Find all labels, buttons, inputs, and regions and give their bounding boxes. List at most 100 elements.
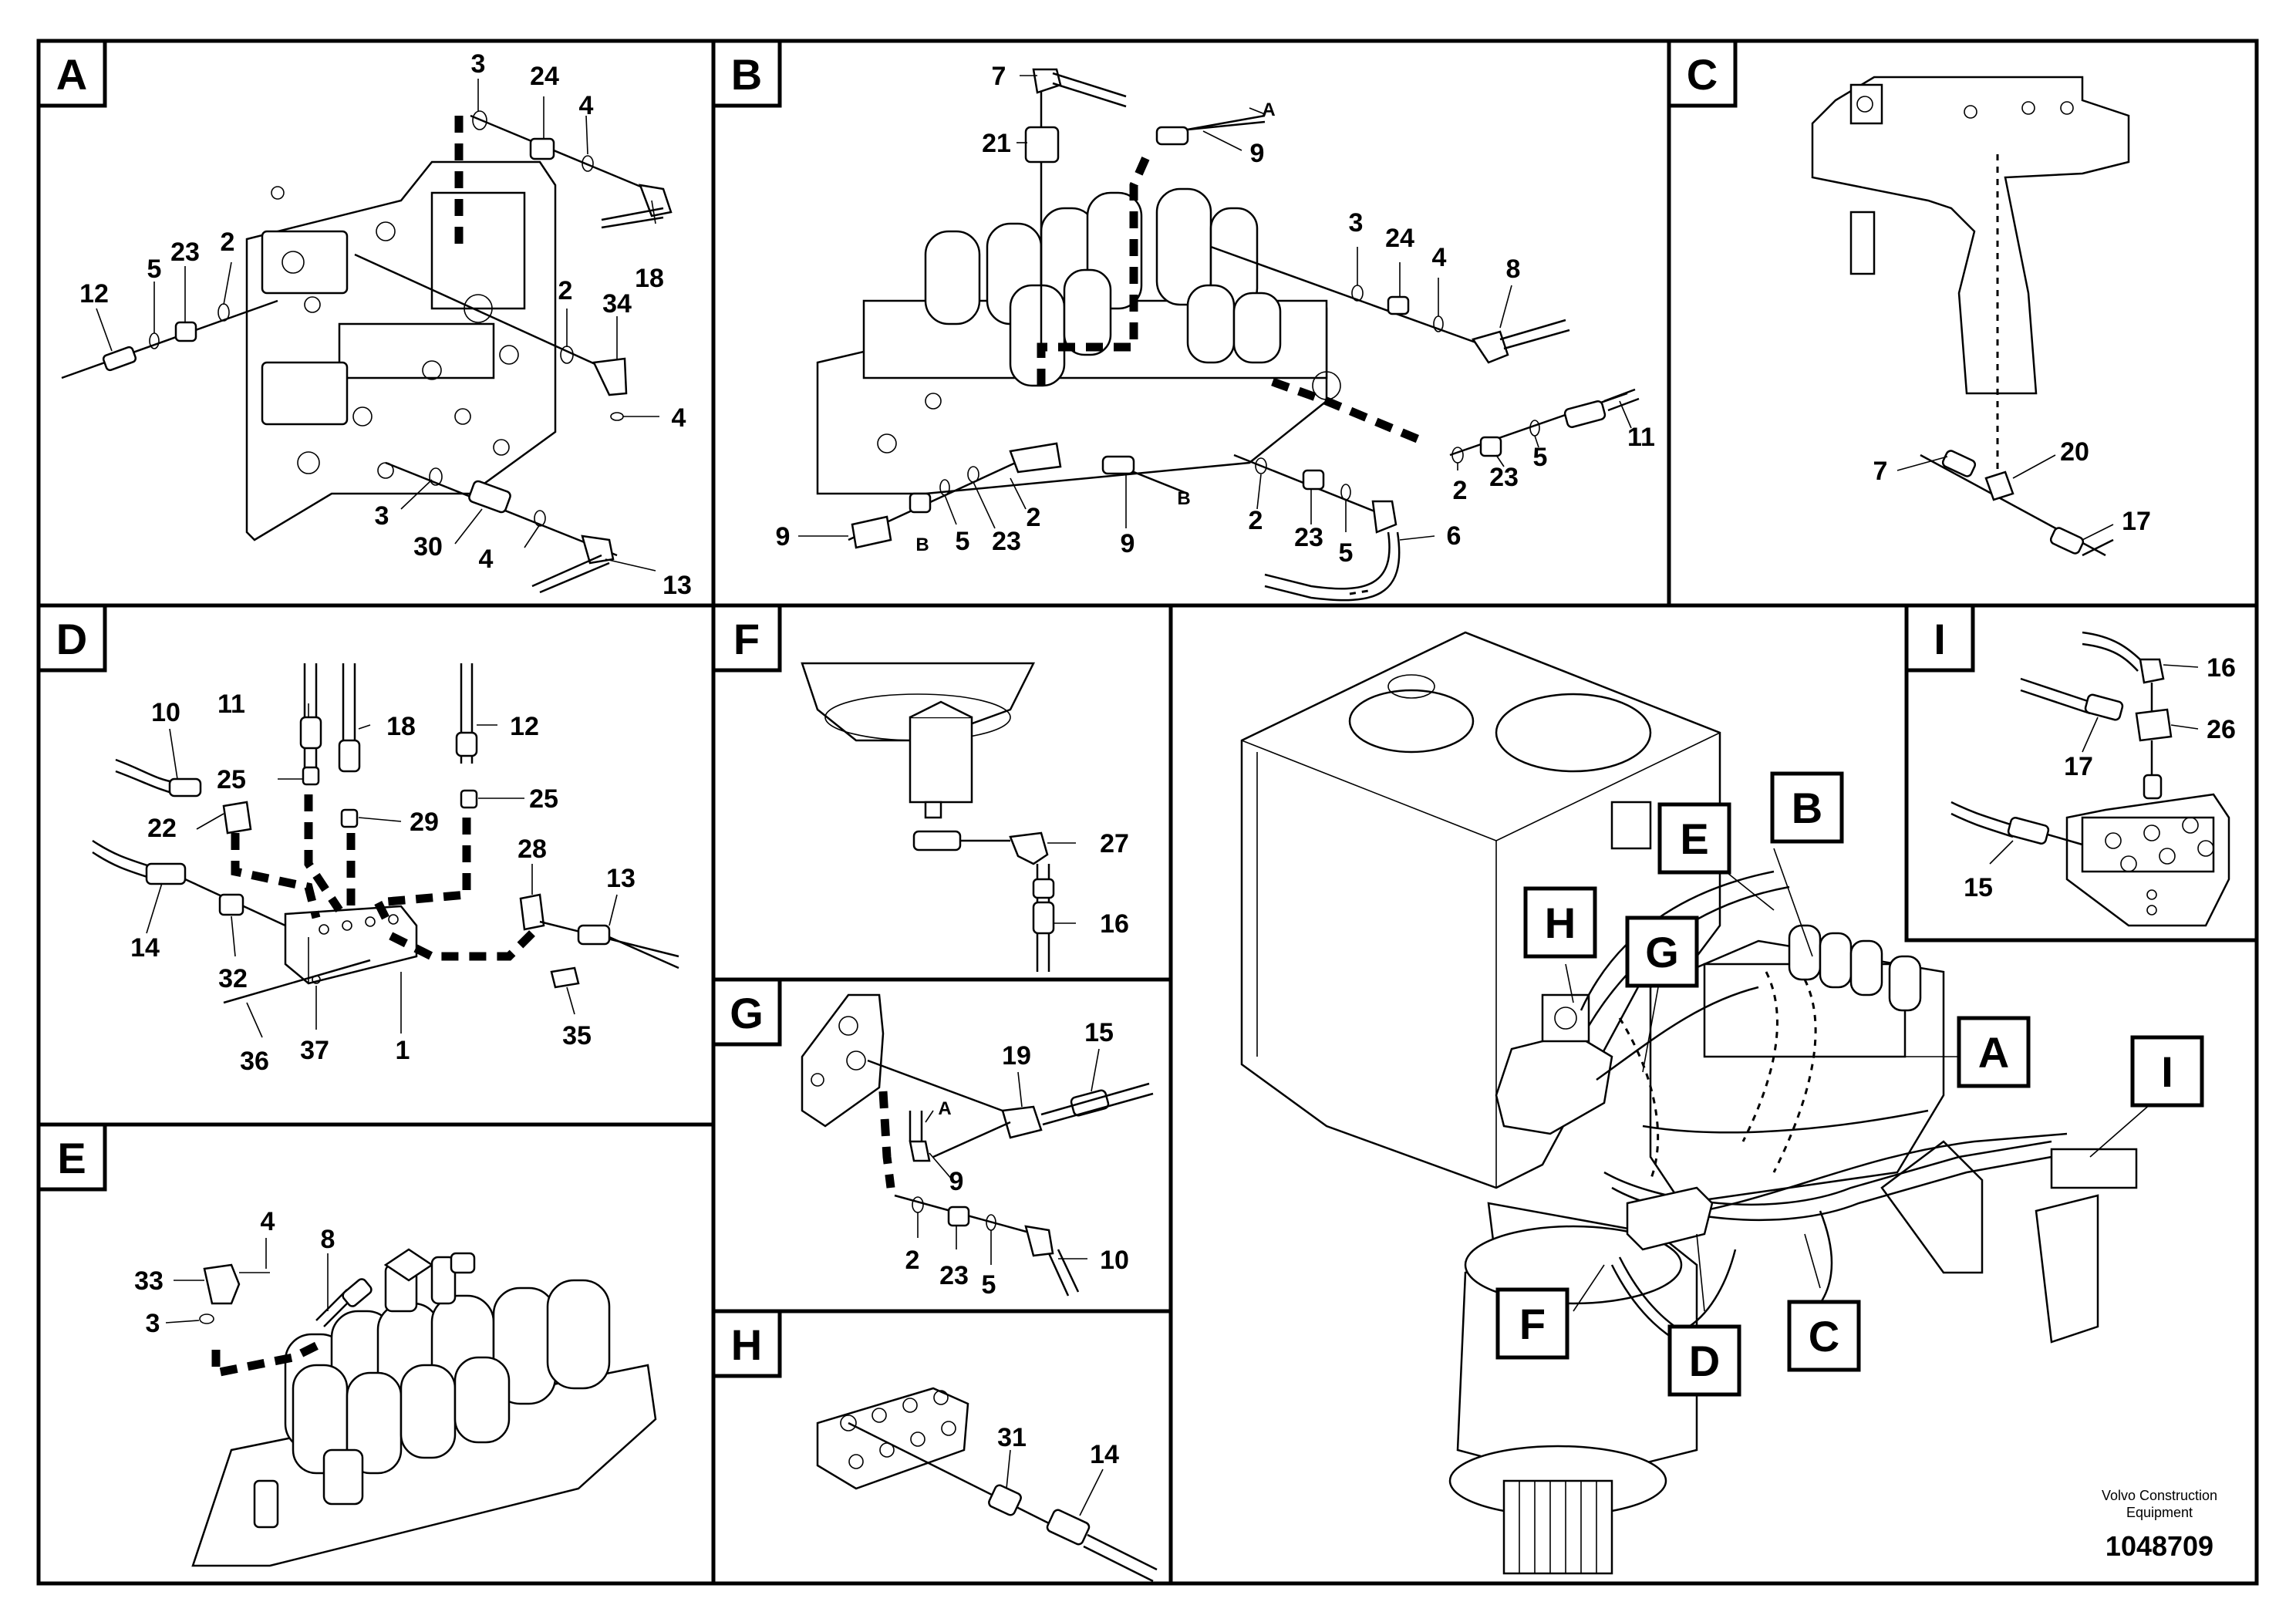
svg-text:B: B bbox=[731, 50, 762, 99]
panel-e-label: E bbox=[36, 1122, 107, 1192]
callout-b-0: 7 bbox=[992, 62, 1006, 91]
callout-b-6: 4 bbox=[1432, 243, 1447, 272]
callout-b-22: 6 bbox=[1447, 521, 1462, 551]
svg-text:C: C bbox=[1809, 1312, 1839, 1361]
callout-g-3: 9 bbox=[949, 1167, 964, 1196]
svg-text:D: D bbox=[56, 615, 87, 663]
svg-text:H: H bbox=[1545, 899, 1576, 947]
callout-d-7: 25 bbox=[529, 784, 558, 814]
svg-text:F: F bbox=[1519, 1300, 1546, 1348]
callout-b-17: 9 bbox=[1121, 529, 1135, 558]
callout-d-1: 18 bbox=[386, 712, 416, 741]
callout-b-13: B bbox=[915, 534, 929, 555]
callout-e-3: 3 bbox=[146, 1309, 160, 1338]
callout-i-0: 16 bbox=[2207, 653, 2236, 683]
panel-c-drawing: 7 20 17 bbox=[1811, 76, 2151, 557]
overview-marker-g: G bbox=[1625, 916, 1699, 988]
callout-a-12: 30 bbox=[413, 532, 443, 561]
panel-a-label: A bbox=[36, 39, 107, 108]
callout-b-12: 9 bbox=[776, 522, 791, 551]
callout-g-7: 10 bbox=[1100, 1246, 1129, 1275]
callout-c-0: 7 bbox=[1873, 457, 1888, 486]
panel-b-drawing: 7 21 A 9 3 24 4 8 11 5 23 2 9 B 5 23 2 9… bbox=[776, 62, 1655, 602]
callout-d-15: 35 bbox=[562, 1021, 592, 1050]
svg-text:E: E bbox=[57, 1134, 86, 1182]
svg-text:H: H bbox=[731, 1320, 762, 1369]
overview-marker-b: B bbox=[1770, 771, 1844, 844]
callout-g-5: 23 bbox=[939, 1261, 969, 1290]
panel-e-drawing: 4 8 33 3 bbox=[134, 1207, 657, 1567]
callout-g-4: 2 bbox=[905, 1246, 920, 1275]
callout-c-1: 20 bbox=[2060, 437, 2089, 467]
callout-d-13: 37 bbox=[300, 1036, 329, 1065]
overview-marker-f: F bbox=[1495, 1287, 1569, 1360]
callout-d-10: 14 bbox=[130, 933, 160, 963]
svg-text:I: I bbox=[1934, 615, 1946, 663]
callout-d-3: 10 bbox=[151, 698, 180, 727]
callout-d-2: 12 bbox=[510, 712, 539, 741]
credit-line-1: Volvo Construction bbox=[2102, 1488, 2217, 1503]
callout-d-5: 22 bbox=[147, 814, 177, 843]
credit-line-2: Equipment bbox=[2126, 1505, 2193, 1520]
callout-e-1: 8 bbox=[321, 1225, 335, 1254]
callout-g-2: A bbox=[938, 1098, 951, 1119]
svg-text:A: A bbox=[56, 50, 87, 99]
callout-a-8: 2 bbox=[558, 276, 573, 305]
callout-b-18: B bbox=[1177, 488, 1190, 509]
callout-a-10: 4 bbox=[672, 403, 686, 433]
callout-b-4: 3 bbox=[1349, 208, 1364, 238]
panel-f-label: F bbox=[711, 603, 782, 673]
overview-marker-c: C bbox=[1787, 1300, 1861, 1372]
panel-h-label: H bbox=[711, 1309, 782, 1378]
svg-text:G: G bbox=[1645, 928, 1679, 976]
callout-a-0: 3 bbox=[471, 49, 486, 79]
overview-marker-i: I bbox=[2130, 1035, 2204, 1108]
callout-d-4: 25 bbox=[217, 765, 246, 794]
svg-text:B: B bbox=[1792, 784, 1822, 832]
document-number: 1048709 bbox=[2106, 1530, 2213, 1562]
callout-h-1: 14 bbox=[1090, 1440, 1119, 1469]
callout-a-9: 34 bbox=[602, 289, 632, 319]
callout-a-11: 3 bbox=[375, 501, 389, 531]
callout-a-14: 13 bbox=[663, 571, 692, 600]
callout-b-8: 11 bbox=[1627, 423, 1655, 452]
panel-d-drawing: 11 18 12 10 25 22 29 25 28 13 14 32 36 3… bbox=[92, 663, 679, 1076]
callout-a-7: 12 bbox=[79, 279, 109, 309]
panel-d-label: D bbox=[36, 603, 107, 673]
panel-g-drawing: 15 19 A 9 2 23 5 10 bbox=[801, 993, 1154, 1300]
callout-a-2: 4 bbox=[579, 91, 594, 120]
svg-text:E: E bbox=[1680, 814, 1708, 863]
callout-b-19: 2 bbox=[1249, 506, 1263, 535]
callout-g-6: 5 bbox=[982, 1270, 996, 1300]
overview-drawing: B E H G A I F D bbox=[1240, 631, 2204, 1575]
callout-e-2: 33 bbox=[134, 1266, 164, 1296]
svg-text:I: I bbox=[2161, 1047, 2173, 1096]
callout-b-3: 9 bbox=[1250, 139, 1265, 168]
panel-c-label: C bbox=[1667, 39, 1738, 108]
callout-a-5: 23 bbox=[170, 238, 200, 267]
callout-a-13: 4 bbox=[479, 545, 494, 574]
callout-b-21: 5 bbox=[1339, 538, 1354, 568]
svg-text:A: A bbox=[1978, 1028, 2009, 1077]
callout-i-2: 17 bbox=[2064, 752, 2093, 781]
callout-i-1: 26 bbox=[2207, 715, 2236, 744]
callout-f-1: 16 bbox=[1100, 909, 1129, 939]
callout-b-15: 23 bbox=[992, 527, 1021, 556]
overview-marker-h: H bbox=[1523, 886, 1597, 959]
callout-d-6: 29 bbox=[410, 808, 439, 837]
panel-h-drawing: 31 14 bbox=[816, 1387, 1158, 1583]
callout-d-8: 28 bbox=[518, 835, 547, 864]
svg-text:G: G bbox=[730, 989, 764, 1037]
overview-marker-d: D bbox=[1667, 1324, 1741, 1397]
callout-a-6: 5 bbox=[147, 255, 162, 284]
panel-a-drawing: 3 24 4 18 2 23 5 12 2 34 4 3 30 4 13 bbox=[61, 49, 692, 600]
callout-b-14: 5 bbox=[956, 527, 970, 556]
callout-b-5: 24 bbox=[1385, 224, 1414, 253]
callout-c-2: 17 bbox=[2122, 507, 2151, 536]
panel-b-label: B bbox=[711, 39, 782, 108]
callout-d-9: 13 bbox=[606, 864, 636, 893]
callout-b-10: 23 bbox=[1489, 463, 1519, 492]
callout-d-0: 11 bbox=[217, 690, 245, 719]
callout-b-9: 5 bbox=[1533, 443, 1548, 472]
